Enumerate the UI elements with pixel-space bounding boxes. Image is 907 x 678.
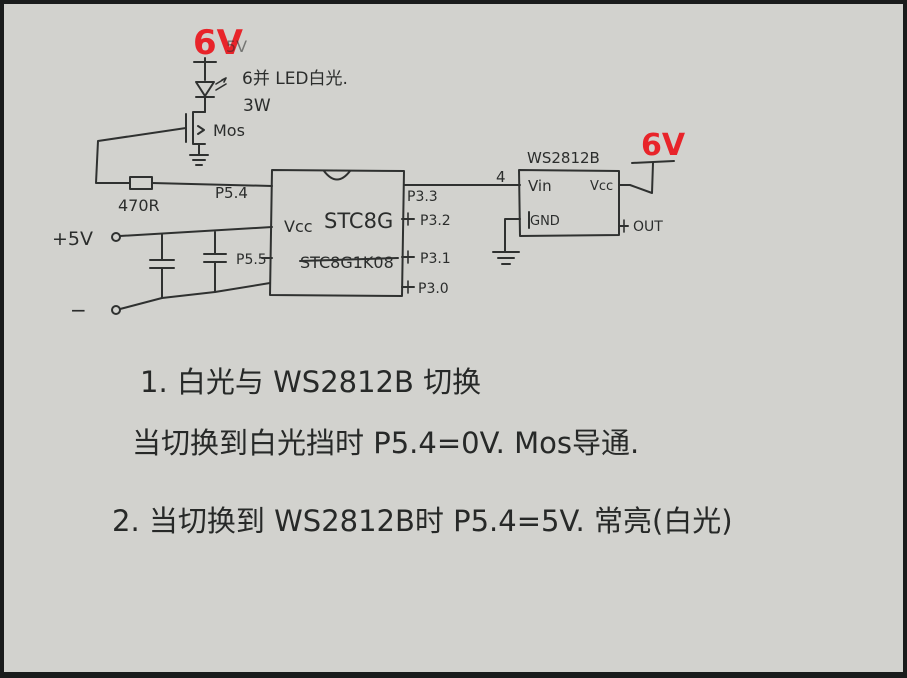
- chip-vin-label: Vin: [528, 177, 552, 195]
- ws2812b-body: [518, 169, 620, 237]
- mos-gate-wire: [95, 127, 187, 184]
- capacitor-1-symbol: [149, 233, 175, 299]
- mos-label: Mos: [213, 121, 245, 140]
- input-5v-label: +5V: [52, 228, 93, 250]
- ground-rail: [119, 282, 271, 310]
- chip-gnd-label: GND: [530, 214, 560, 229]
- mcu-name: STC8G: [324, 209, 393, 233]
- wire-note: 4: [496, 168, 506, 186]
- ground-left-label: −: [70, 298, 87, 322]
- led-chip-name: WS2812B: [527, 149, 600, 167]
- resistor-label: 470R: [118, 196, 160, 215]
- pin-p32-label: P3.2: [420, 213, 451, 229]
- mos-ground-icon: [189, 143, 209, 166]
- pin-p30-label: P3.0: [418, 281, 449, 297]
- supply-left-label: 6V: [193, 23, 244, 63]
- pin-p33-label: P3.3: [407, 189, 438, 205]
- note-line-3: 2. 当切换到 WS2812B时 P5.4=5V. 常亮(白光): [112, 504, 733, 538]
- vcc-wire: [618, 162, 654, 194]
- input-5v-terminal: [111, 232, 121, 242]
- chip-out-label: OUT: [633, 219, 663, 235]
- mcu-notch: [323, 170, 351, 181]
- ws2812b-ground-icon: [492, 251, 520, 265]
- mcu-strike-line: [299, 257, 399, 262]
- pin-p54-label: P5.4: [215, 184, 248, 202]
- note-line-2: 当切换到白光挡时 P5.4=0V. Mos导通.: [132, 426, 639, 460]
- chip-vcc-label: Vcc: [590, 179, 613, 194]
- mcu-body: [269, 169, 405, 297]
- led-label: 6并 LED白光.: [242, 69, 348, 89]
- chip-gnd-wire: [504, 218, 521, 252]
- supply-right-label: 6V: [641, 128, 686, 163]
- pin-p55-label: P5.5: [236, 252, 267, 268]
- capacitor-2-symbol: [203, 231, 227, 293]
- mcu-vcc-label: Vcc: [284, 217, 313, 236]
- led-power: 3W: [243, 96, 271, 116]
- led-diode-symbol: [195, 77, 227, 98]
- mcu-struck-name: STC8G1K08: [300, 253, 394, 272]
- vcc-rail: [119, 226, 273, 237]
- resistor-wire-right: [151, 182, 273, 187]
- supply-left-under: 5V: [226, 37, 247, 56]
- note-line-1: 1. 白光与 WS2812B 切换: [140, 365, 481, 399]
- paper-shade: [4, 4, 903, 672]
- pin-p31-label: P3.1: [420, 251, 451, 267]
